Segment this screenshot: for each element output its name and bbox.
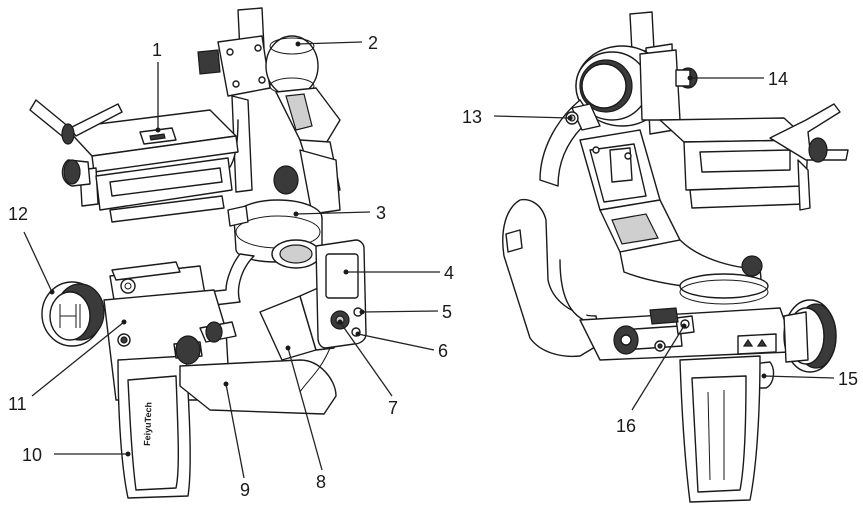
front-view: FeiyuTech [29, 7, 367, 499]
callout-numbers: 1 2 3 4 5 6 7 8 9 10 11 12 13 14 15 16 [8, 33, 858, 500]
callout-6: 6 [438, 341, 448, 361]
leader-9 [225, 383, 245, 479]
callout-11: 11 [8, 394, 27, 414]
callout-10: 10 [22, 445, 42, 465]
callout-1: 1 [152, 40, 162, 60]
tilt-motor [265, 35, 341, 199]
callout-12: 12 [8, 204, 28, 224]
leader-2 [297, 41, 363, 45]
leader-7 [339, 321, 393, 397]
roll-motor-back [599, 199, 769, 305]
callout-3: 3 [376, 203, 386, 223]
callout-16: 16 [616, 416, 636, 436]
callout-8: 8 [316, 472, 326, 492]
callout-4: 4 [444, 263, 454, 283]
callout-15: 15 [838, 369, 858, 389]
callout-13: 13 [462, 107, 482, 127]
leader-16 [631, 325, 685, 411]
leader-8 [287, 347, 323, 471]
callout-5: 5 [442, 302, 452, 322]
plate-back [659, 103, 849, 211]
leader-5 [361, 310, 439, 313]
callout-2: 2 [368, 33, 378, 53]
leader-6 [357, 333, 435, 351]
back-view [502, 11, 849, 503]
handle-back [502, 198, 791, 361]
leader-13 [493, 115, 571, 119]
control-panel [299, 239, 367, 393]
leader-15 [763, 375, 835, 379]
brand-label: FeiyuTech [142, 402, 154, 446]
grip-back [679, 355, 775, 503]
leader-3 [295, 211, 371, 215]
callout-14: 14 [768, 69, 788, 89]
roll-motor [227, 149, 341, 269]
tilt-motor-back [575, 45, 698, 127]
leader-12 [23, 231, 53, 293]
pan-knob [41, 281, 105, 347]
leader-11 [31, 321, 125, 397]
leader-lines [23, 41, 835, 479]
callout-7: 7 [388, 398, 398, 418]
quick-release-plate [29, 99, 239, 223]
callout-9: 9 [240, 480, 250, 500]
focus-wheel [783, 299, 837, 373]
